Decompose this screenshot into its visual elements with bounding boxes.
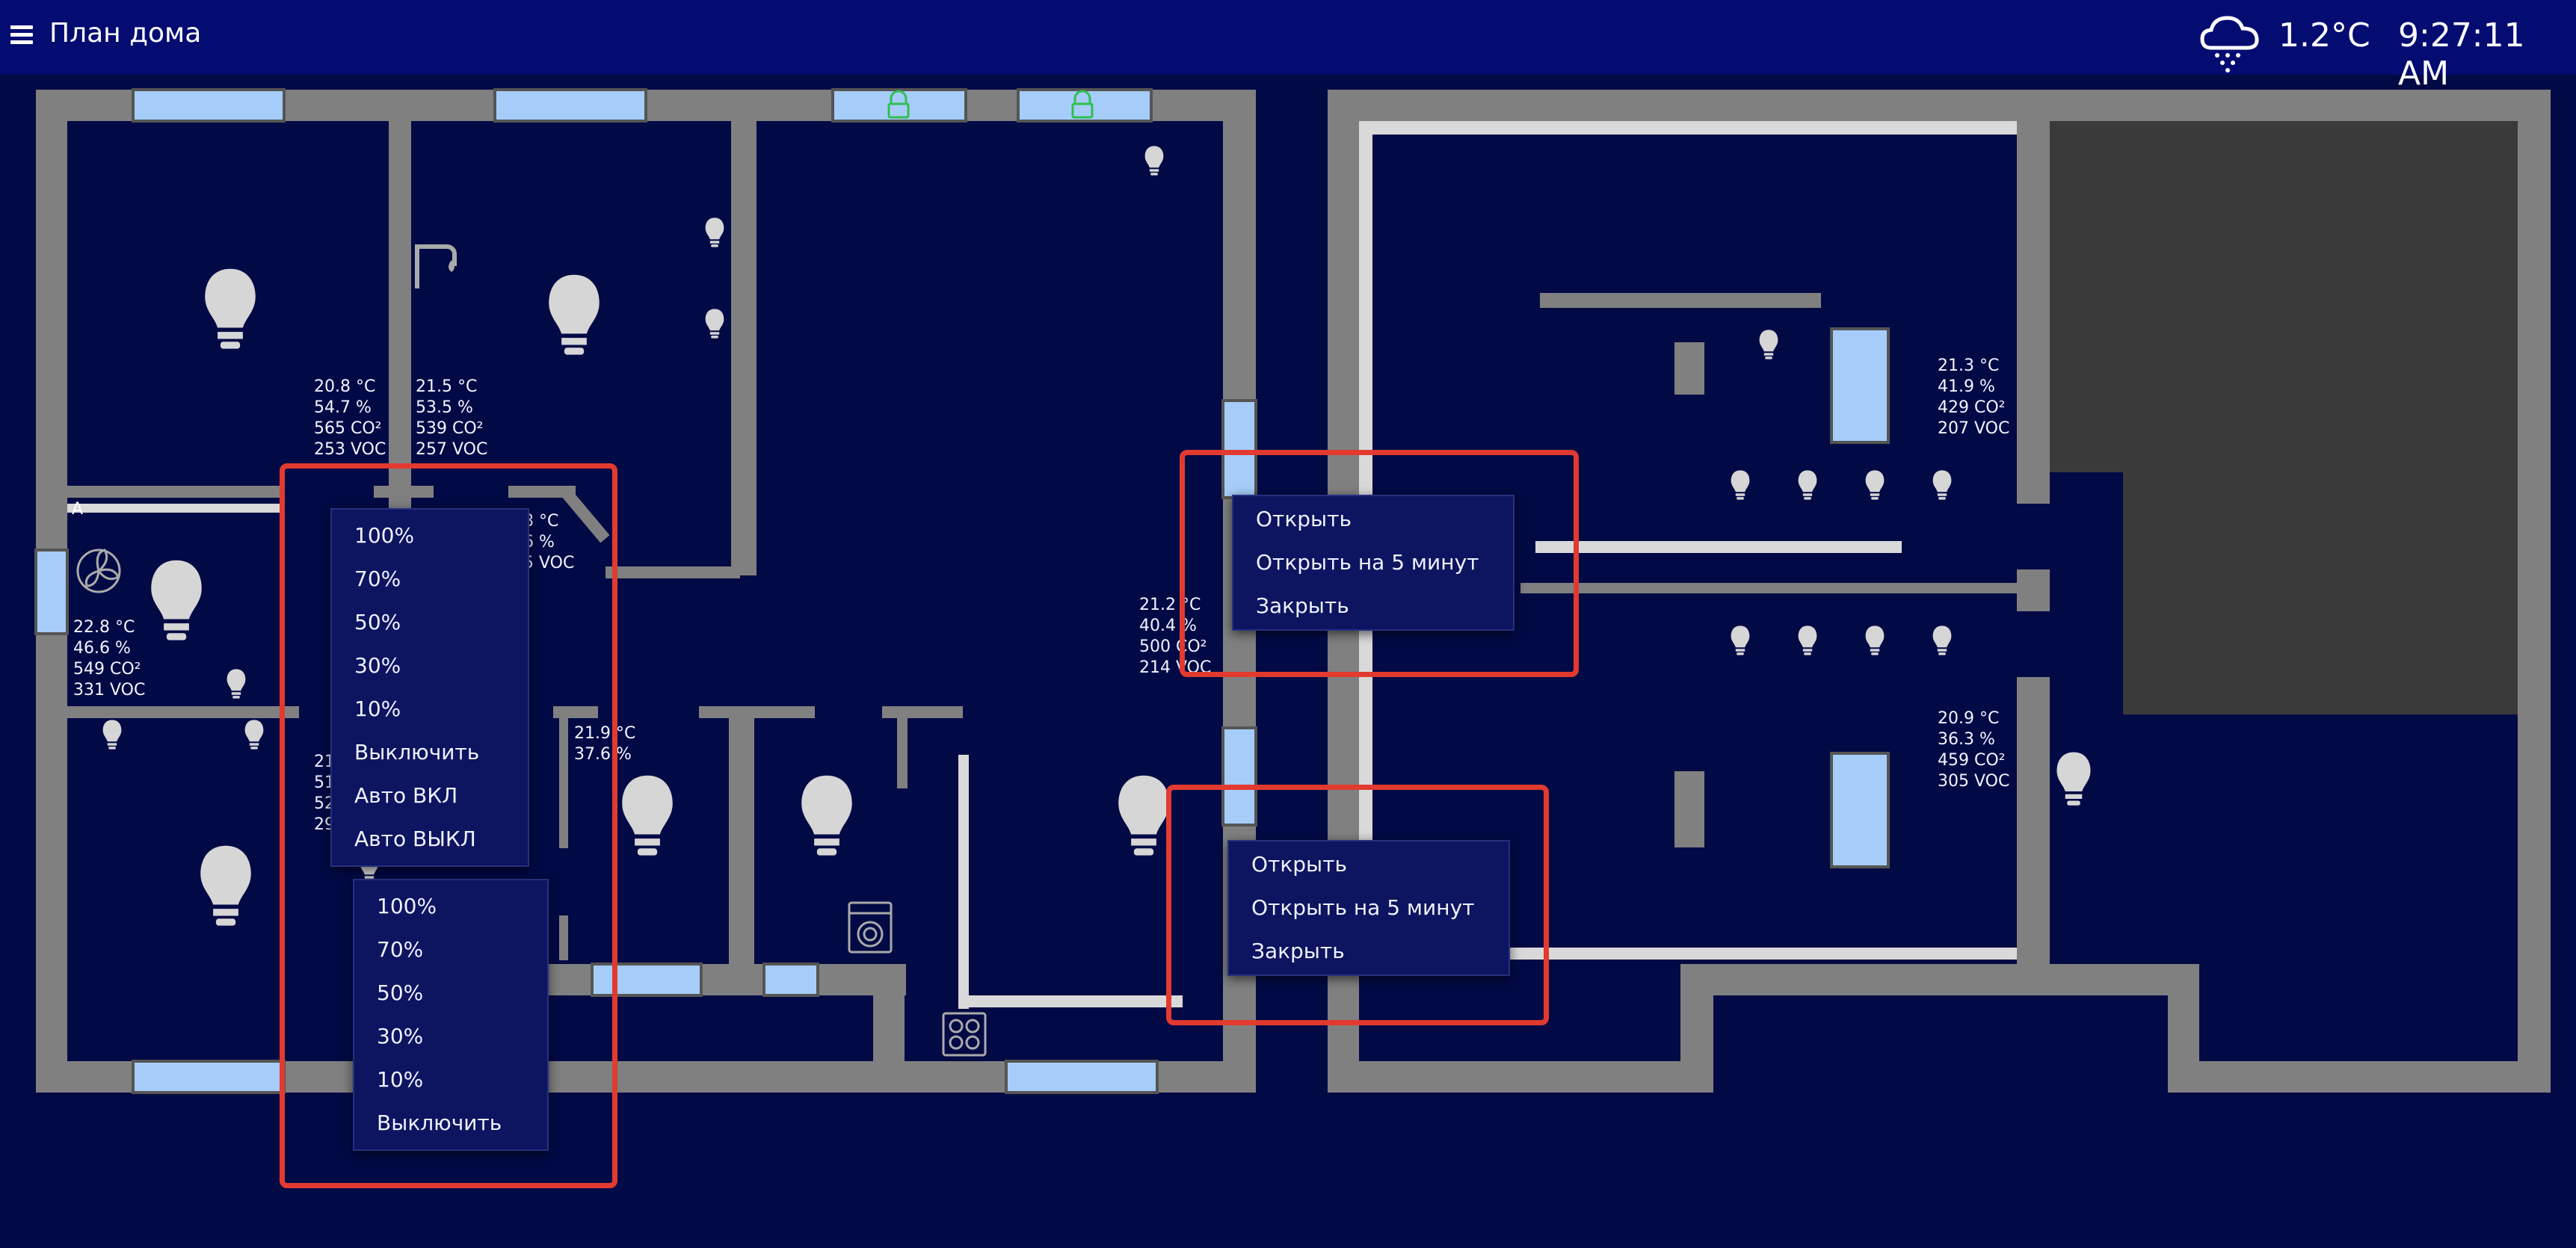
window-menu-2: Открыть Открыть на 5 минут Закрыть [1227,840,1510,976]
left-building-walls [36,90,1256,1093]
menu-item-open-5-min[interactable]: Открыть на 5 минут [1251,895,1475,920]
fan-icon[interactable] [76,549,121,593]
lock-icon[interactable] [887,90,1094,119]
light-bulb-icon[interactable] [102,146,1169,926]
menu-item-auto-off[interactable]: Авто ВЫКЛ [354,827,476,851]
menu-icon[interactable] [7,21,37,51]
stove-icon[interactable] [942,1012,987,1057]
outside-temperature: 1.2°C [2278,16,2370,55]
windows-right[interactable] [1830,327,1890,868]
menu-item-off[interactable]: Выключить [354,740,480,764]
menu-item-off[interactable]: Выключить [377,1110,502,1135]
menu-item-close[interactable]: Закрыть [1251,939,1345,963]
menu-item-open-5-min[interactable]: Открыть на 5 минут [1256,550,1479,575]
menu-item-100[interactable]: 100% [377,894,437,918]
menu-item-30[interactable]: 30% [354,653,401,678]
menu-item-50[interactable]: 50% [354,610,401,634]
menu-item-10[interactable]: 10% [354,696,401,721]
dimmer-menu-2: 100% 70% 50% 30% 10% Выключить [353,879,549,1151]
menu-item-close[interactable]: Закрыть [1256,593,1349,618]
windows-left[interactable] [34,88,1257,1094]
menu-item-70[interactable]: 70% [377,937,424,962]
highlight-box [280,463,617,1188]
dark-area-lower [2123,472,2518,714]
snow-cloud-icon [2200,16,2259,72]
room-label: A [72,500,83,519]
window-menu: Открыть Открыть на 5 минут Закрыть [1232,495,1515,631]
menu-item-50[interactable]: 50% [377,980,424,1005]
menu-item-70[interactable]: 70% [354,566,401,591]
highlight-box [1166,785,1549,1025]
menu-item-open[interactable]: Открыть [1251,852,1347,877]
dimmer-menu: 100% 70% 50% 30% 10% Выключить Авто ВКЛ … [330,508,529,867]
menu-item-100[interactable]: 100% [354,523,415,548]
water-tap-icon[interactable] [415,244,457,288]
dark-area [2050,121,2518,472]
menu-item-open[interactable]: Открыть [1256,507,1352,531]
washing-machine-icon[interactable] [848,901,893,954]
menu-item-10[interactable]: 10% [377,1067,424,1092]
menu-item-30[interactable]: 30% [377,1024,424,1048]
top-bar: План дома 1.2°C 9:27:11 AM [0,0,2576,93]
clock: 9:27:11 AM [2398,16,2525,93]
page-title: План дома [49,18,202,49]
highlight-box [1180,450,1579,677]
menu-item-auto-on[interactable]: Авто ВКЛ [354,783,458,808]
